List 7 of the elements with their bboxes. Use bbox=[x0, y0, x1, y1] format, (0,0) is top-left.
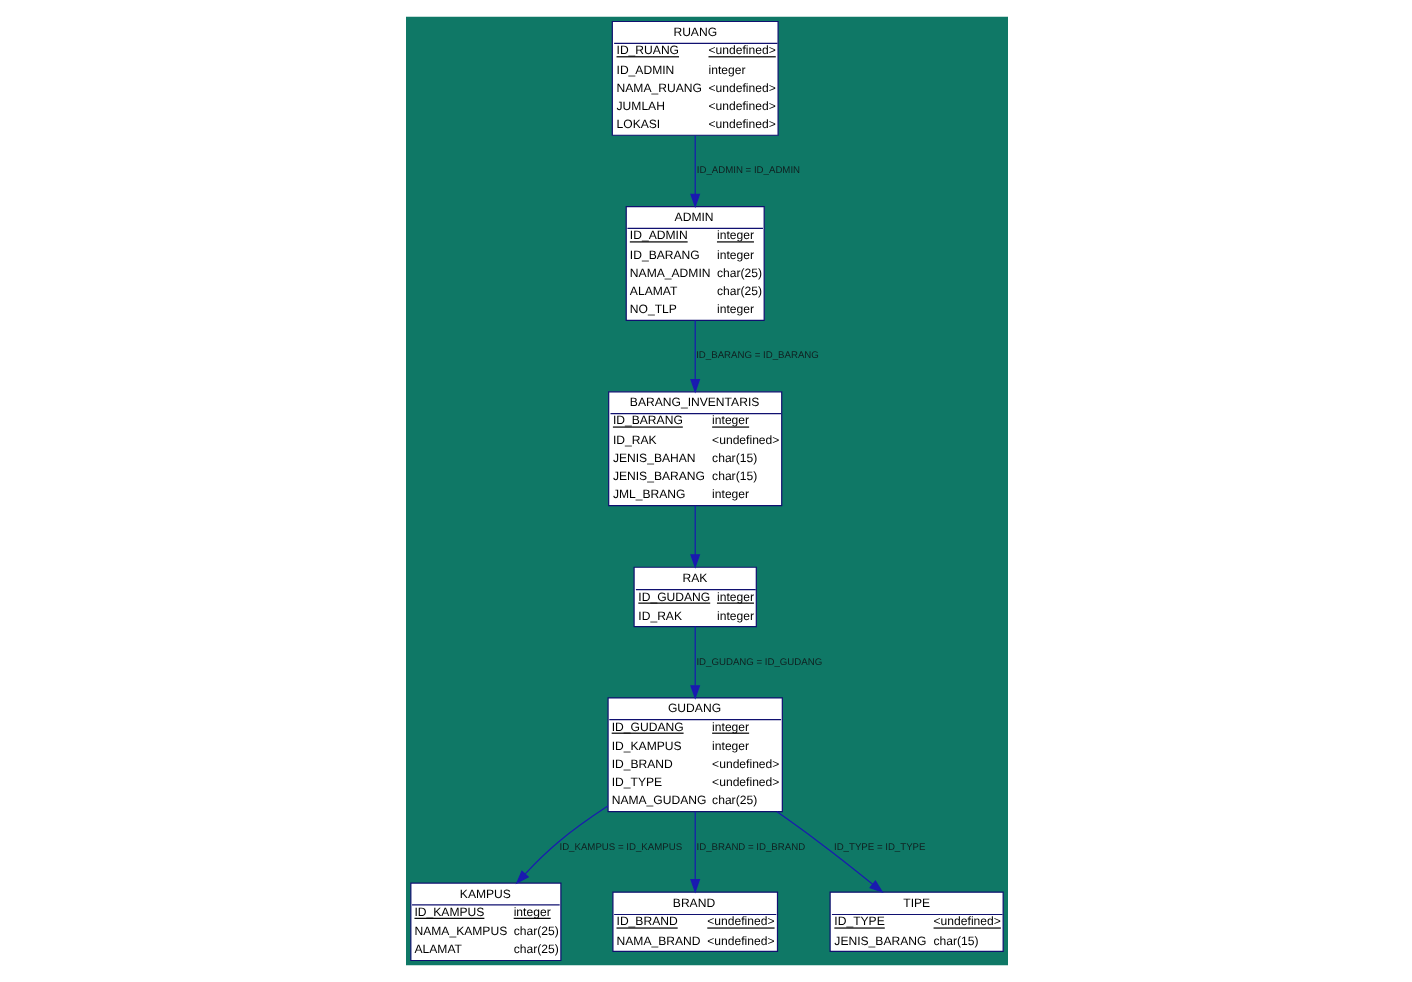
arrow bbox=[689, 811, 700, 894]
arrow bbox=[689, 319, 700, 394]
arrow bbox=[689, 505, 700, 569]
arrow bbox=[514, 805, 608, 885]
arrow bbox=[689, 626, 700, 700]
arrow bbox=[689, 134, 700, 209]
arrow bbox=[775, 811, 883, 894]
